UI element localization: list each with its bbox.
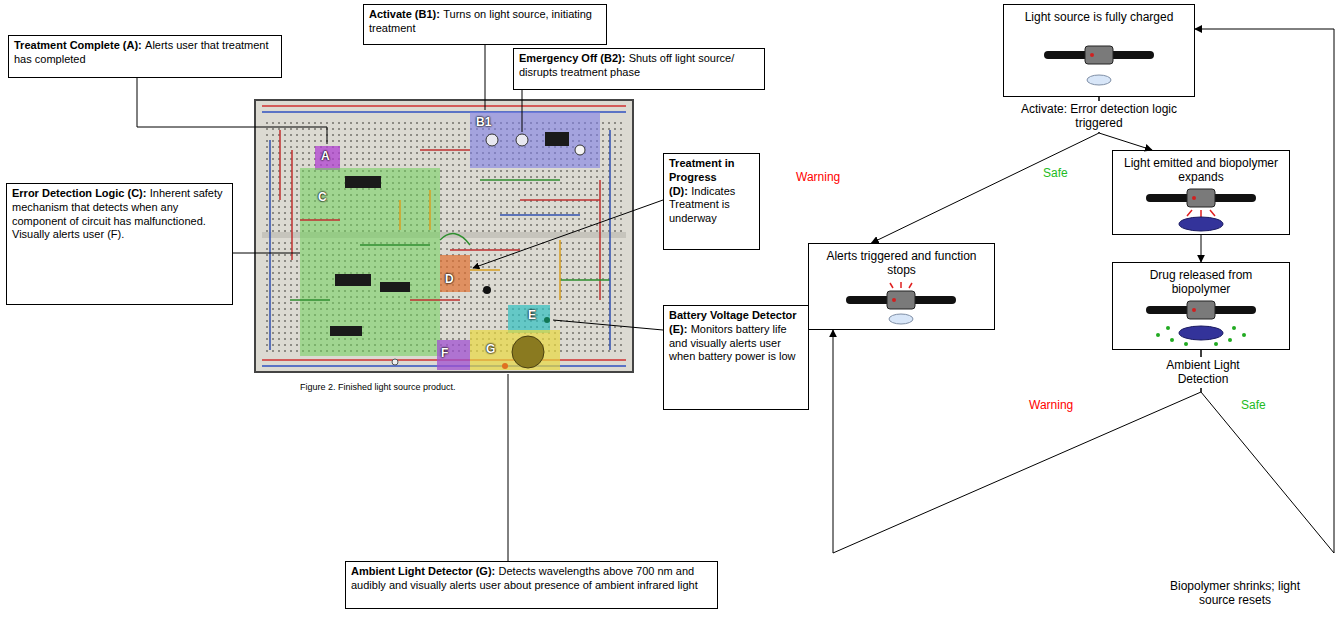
watch-face: [887, 291, 915, 309]
callout-heading: Activate (B1):: [369, 8, 440, 20]
biopolymer-disc: [1179, 217, 1223, 231]
watch-led: [1192, 308, 1196, 312]
branch-label: Safe: [1042, 166, 1069, 180]
drug-particle: [1232, 326, 1236, 330]
biopolymer-disc: [889, 314, 913, 324]
flow-arrow: [1201, 235, 1202, 262]
callout-box: Battery Voltage Detector (E):Monitors ba…: [663, 305, 809, 410]
branch-label: Warning: [795, 170, 841, 184]
component: [483, 286, 491, 294]
callout-box: Treatment in Progress (D):Indicates Trea…: [663, 153, 760, 250]
process-box: Alerts triggered and function stops: [808, 243, 995, 330]
led: [392, 359, 398, 365]
drug-particle: [1184, 342, 1188, 346]
callout-letter: D: [445, 272, 454, 286]
wire: [270, 130, 610, 350]
leader-line: [233, 253, 300, 254]
button-b1: [486, 134, 498, 146]
callout-letter: B1: [476, 115, 491, 129]
callout-box: Treatment Complete (A):Alerts user that …: [8, 35, 282, 78]
callout-box: Emergency Off (B2):Shuts off light sourc…: [513, 48, 765, 90]
callout-letter: F: [441, 346, 448, 360]
process-box: Light emitted and biopolymer expands: [1112, 150, 1290, 235]
alert-marks: [890, 282, 912, 288]
callout-body: Monitors battery life and visually alert…: [669, 323, 796, 363]
photodetector: [512, 336, 544, 368]
region-a: [315, 146, 340, 170]
breadboard-photo: [255, 100, 633, 372]
watch-led: [1192, 196, 1196, 200]
watch-face: [1085, 46, 1113, 64]
drug-particle: [1214, 342, 1218, 346]
led: [502, 363, 508, 369]
flow-note: Biopolymer shrinks; light source resets: [1155, 578, 1315, 609]
callout-heading: Treatment Complete (A):: [14, 39, 142, 51]
drug-particle: [1242, 333, 1246, 337]
chip: [335, 274, 371, 286]
callout-letter: G: [486, 342, 495, 356]
leader-line: [522, 90, 523, 132]
biopolymer-disc: [1179, 326, 1223, 340]
process-text: Light emitted and biopolymer expands: [1119, 156, 1283, 185]
leader-line: [485, 45, 486, 110]
callout-heading: Error Detection Logic (C):: [12, 187, 146, 199]
chip: [380, 282, 410, 292]
region-b1: [470, 112, 600, 168]
leader-line: [473, 200, 663, 268]
callout-heading: Ambient Light Detector (G):: [351, 565, 495, 577]
drug-particle: [1170, 338, 1174, 342]
power-rail: [262, 105, 626, 107]
watch-face: [1187, 189, 1215, 207]
process-text: Drug released from biopolymer: [1119, 268, 1283, 297]
flow-note: Ambient Light Detection: [1158, 357, 1248, 388]
watch-led: [892, 298, 896, 302]
biopolymer-disc: [1087, 75, 1111, 85]
region-e: [508, 305, 550, 333]
callout-letter: C: [318, 190, 327, 204]
callout-letter: E: [528, 308, 536, 322]
region-f: [437, 340, 470, 370]
drug-particle: [1228, 338, 1232, 342]
drug-particle: [1166, 326, 1170, 330]
led: [544, 317, 550, 323]
led: [575, 145, 585, 155]
branch-label: Warning: [1028, 398, 1074, 412]
process-box: Drug released from biopolymer: [1112, 262, 1290, 350]
branch-label: Safe: [1240, 398, 1267, 412]
region-g: [470, 330, 560, 370]
breadboard: [255, 100, 633, 372]
callout-letter: A: [321, 149, 330, 163]
leader-line: [508, 374, 509, 561]
connectors: [833, 29, 1334, 553]
flow-arrow: [833, 330, 1201, 553]
watch-led: [1090, 53, 1094, 57]
chip: [345, 176, 381, 188]
drug-particles: [1156, 326, 1246, 346]
chip: [330, 326, 362, 336]
leader-line: [137, 78, 327, 144]
callout-box: Error Detection Logic (C):Inherent safet…: [6, 183, 233, 305]
callout-box: Ambient Light Detector (G):Detects wavel…: [345, 561, 718, 609]
callout-heading: Emergency Off (B2):: [519, 52, 625, 64]
wire: [290, 180, 610, 300]
process-text: Alerts triggered and function stops: [815, 249, 988, 278]
button-b2: [516, 134, 528, 146]
process-text: Light source is fully charged: [1010, 10, 1188, 24]
callout-box: Activate (B1):Turns on light source, ini…: [363, 4, 607, 45]
watch-face: [1187, 301, 1215, 319]
process-box: Light source is fully charged: [1003, 4, 1195, 97]
leader-line: [553, 320, 663, 330]
region-d: [440, 255, 470, 292]
figure-caption: Figure 2. Finished light source product.: [300, 382, 456, 392]
region-c: [300, 168, 440, 356]
chip: [545, 132, 569, 146]
light-rays: [1187, 210, 1215, 217]
flow-note: Activate: Error detection logic triggere…: [1004, 101, 1194, 132]
drug-particle: [1156, 333, 1160, 337]
